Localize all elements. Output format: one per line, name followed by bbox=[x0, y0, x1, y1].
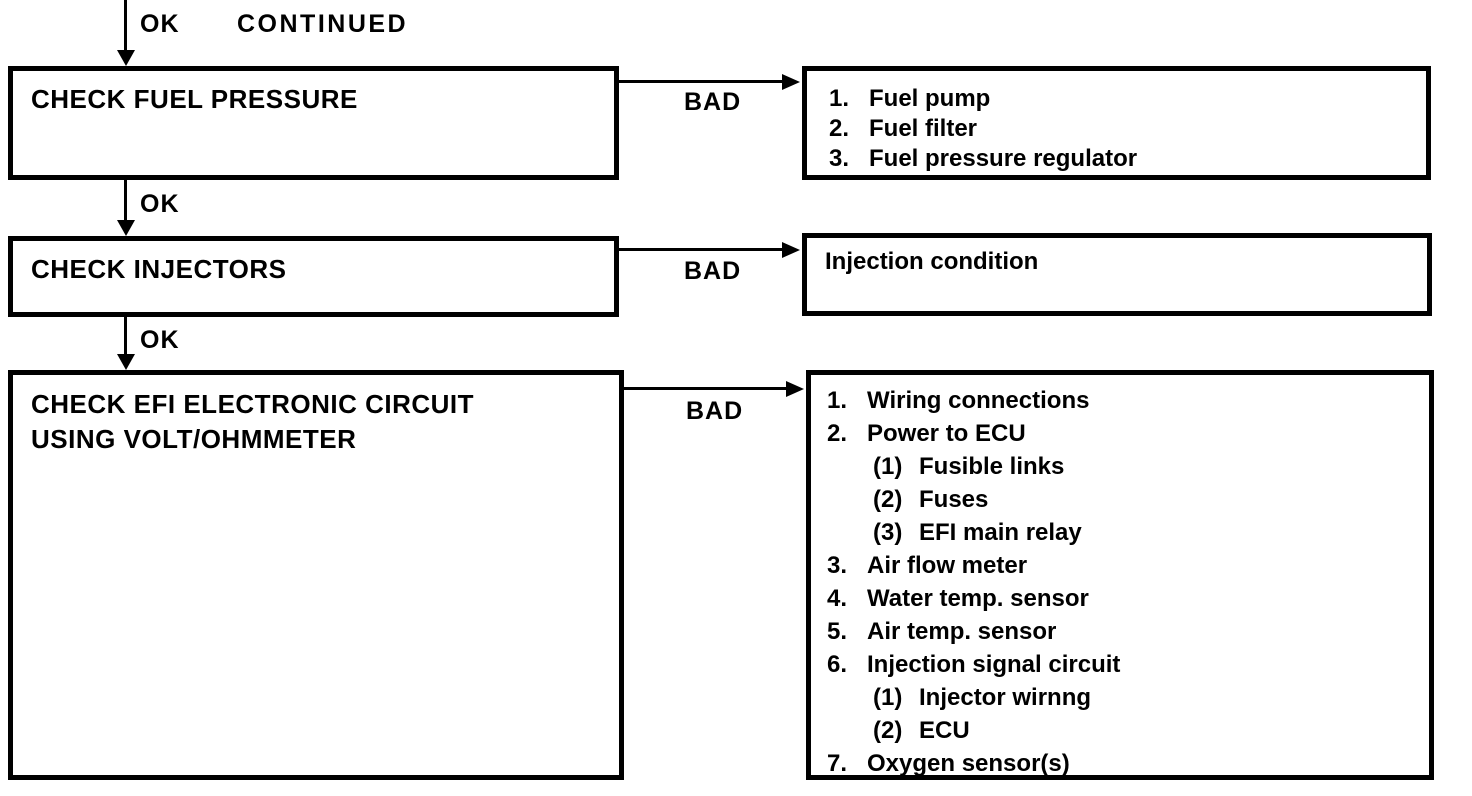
result-subitem: (1) Injector wirnng bbox=[827, 681, 1445, 714]
result-item: 2. Fuel filter bbox=[829, 114, 1448, 144]
result-item: 4. Water temp. sensor bbox=[827, 582, 1445, 615]
result-item-text: Fusible links bbox=[919, 453, 1065, 480]
result-item-text: Fuses bbox=[919, 486, 989, 513]
result-item: 5. Air temp. sensor bbox=[827, 615, 1445, 648]
check-title-injectors: CHECK INJECTORS bbox=[31, 254, 287, 284]
result-item-number: 7. bbox=[827, 750, 848, 777]
result-item-number: (1) bbox=[873, 684, 903, 711]
arrowhead-right-icon-row1 bbox=[782, 74, 800, 90]
check-box-fuel-pressure: CHECK FUEL PRESSURE bbox=[8, 66, 619, 180]
result-item-text: Oxygen sensor(s) bbox=[867, 750, 1070, 777]
result-item: 3. Fuel pressure regulator bbox=[829, 144, 1448, 174]
ok-label-2: OK bbox=[140, 326, 180, 354]
continued-label: CONTINUED bbox=[237, 10, 409, 38]
result-list-efi-circuit: 1. Wiring connections 2. Power to ECU (1… bbox=[811, 375, 1445, 780]
result-box-efi-circuit: 1. Wiring connections 2. Power to ECU (1… bbox=[806, 370, 1434, 780]
connector-top-vertical bbox=[124, 0, 127, 54]
result-item-number: 2. bbox=[829, 115, 850, 142]
arrowhead-down-icon bbox=[117, 354, 135, 370]
result-subitem: (2) ECU bbox=[827, 714, 1445, 747]
result-item-number: 3. bbox=[829, 145, 850, 172]
check-title-line1: CHECK EFI ELECTRONIC CIRCUIT bbox=[31, 389, 474, 419]
result-item-number: 5. bbox=[827, 618, 848, 645]
bad-connector-row2 bbox=[619, 248, 786, 251]
arrowhead-right-icon-row3 bbox=[786, 381, 804, 397]
ok-label-1: OK bbox=[140, 190, 180, 218]
result-item-number: (3) bbox=[873, 519, 903, 546]
check-box-injectors: CHECK INJECTORS bbox=[8, 236, 619, 317]
result-item-number: 2. bbox=[827, 420, 848, 447]
result-subitem: (2) Fuses bbox=[827, 483, 1445, 516]
result-item-text: Air flow meter bbox=[867, 552, 1028, 579]
bad-label-row1: BAD bbox=[684, 88, 742, 116]
result-item-number: (1) bbox=[873, 453, 903, 480]
result-item-text: EFI main relay bbox=[919, 519, 1082, 546]
result-subitem: (3) EFI main relay bbox=[827, 516, 1445, 549]
result-item-number: (2) bbox=[873, 486, 903, 513]
result-box-fuel-pressure: 1. Fuel pump 2. Fuel filter 3. Fuel pres… bbox=[802, 66, 1431, 180]
result-item: 1. Wiring connections bbox=[827, 384, 1445, 417]
result-item-number: 1. bbox=[827, 387, 848, 414]
check-title-fuel-pressure: CHECK FUEL PRESSURE bbox=[31, 84, 358, 114]
result-item-text: Injector wirnng bbox=[919, 684, 1092, 711]
check-title-line2: USING VOLT/OHMMETER bbox=[31, 424, 357, 454]
ok-connector-2 bbox=[124, 317, 127, 357]
result-item: 6. Injection signal circuit bbox=[827, 648, 1445, 681]
check-box-efi-circuit: CHECK EFI ELECTRONIC CIRCUIT USING VOLT/… bbox=[8, 370, 624, 780]
result-item-text: Power to ECU bbox=[867, 420, 1026, 447]
result-box-injectors: Injection condition bbox=[802, 233, 1432, 316]
check-title-efi-circuit: CHECK EFI ELECTRONIC CIRCUIT USING VOLT/… bbox=[13, 375, 619, 457]
bad-label-row2: BAD bbox=[684, 257, 742, 285]
result-item-text: Fuel filter bbox=[869, 115, 978, 142]
ok-connector-1 bbox=[124, 180, 127, 222]
arrowhead-down-icon bbox=[117, 220, 135, 236]
result-item-text: Injection signal circuit bbox=[867, 651, 1121, 678]
result-item-number: 6. bbox=[827, 651, 848, 678]
result-item-text: Wiring connections bbox=[867, 387, 1090, 414]
arrowhead-right-icon-row2 bbox=[782, 242, 800, 258]
result-item-text: Air temp. sensor bbox=[867, 618, 1057, 645]
result-item: 1. Fuel pump bbox=[829, 84, 1448, 114]
result-item-text: Water temp. sensor bbox=[867, 585, 1089, 612]
result-item: 3. Air flow meter bbox=[827, 549, 1445, 582]
result-item-number: 1. bbox=[829, 85, 850, 112]
result-item: 2. Power to ECU bbox=[827, 417, 1445, 450]
result-item-text: Fuel pump bbox=[869, 85, 991, 112]
result-item-number: 4. bbox=[827, 585, 848, 612]
bad-connector-row1 bbox=[619, 80, 786, 83]
result-item-number: 3. bbox=[827, 552, 848, 579]
bad-connector-row3 bbox=[624, 387, 790, 390]
arrowhead-down-icon bbox=[117, 50, 135, 66]
result-item-text: Injection condition bbox=[825, 248, 1039, 275]
ok-label-top: OK bbox=[140, 10, 180, 38]
bad-label-row3: BAD bbox=[686, 397, 744, 425]
result-item-number: (2) bbox=[873, 717, 903, 744]
result-item-text: Fuel pressure regulator bbox=[869, 145, 1138, 172]
result-list-fuel-pressure: 1. Fuel pump 2. Fuel filter 3. Fuel pres… bbox=[807, 71, 1448, 174]
result-subitem: (1) Fusible links bbox=[827, 450, 1445, 483]
result-item-text: ECU bbox=[919, 717, 970, 744]
result-item: 7. Oxygen sensor(s) bbox=[827, 747, 1445, 780]
